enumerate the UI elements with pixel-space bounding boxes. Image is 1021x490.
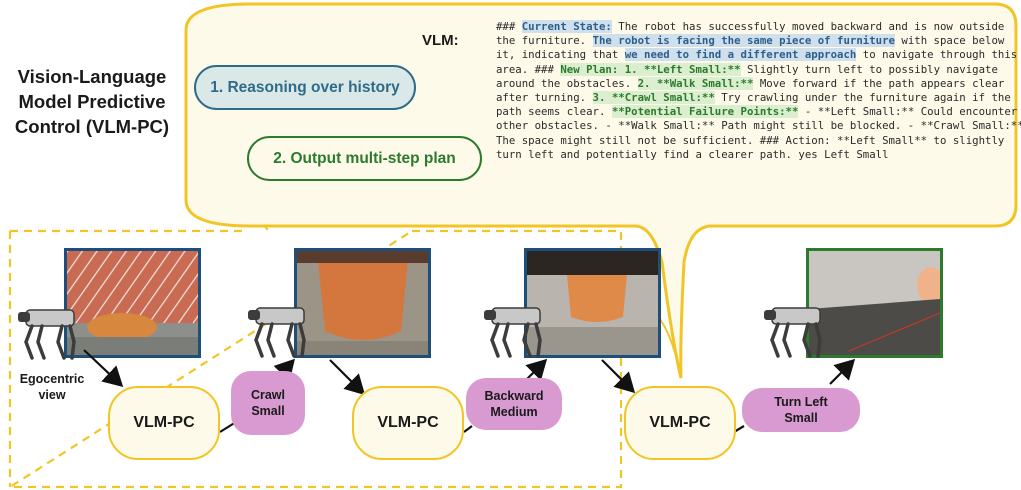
vlm-text-step-2: 2. **Walk Small:** — [637, 76, 754, 90]
camera-view-image — [524, 248, 661, 358]
vlm-pc-node: VLM-PC — [624, 386, 736, 460]
robot-dog-icon — [18, 309, 76, 360]
vlm-text-highlight: we need to find a different approach — [624, 48, 857, 62]
vlm-text-highlight: The robot is facing the same piece of fu… — [592, 34, 895, 48]
vlm-text-step-3: 3. **Crawl Small:** — [592, 91, 715, 105]
vlm-output-text: ### Current State: The robot has success… — [496, 20, 1021, 162]
vlm-pc-node-label: VLM-PC — [133, 414, 195, 431]
vlm-text-seg: - **Left Small:** Could encounter other … — [496, 105, 1021, 161]
diagram-title: Vision-Language Model Predictive Control… — [14, 66, 170, 137]
robot-dog-icon — [764, 307, 822, 358]
robot-dog-icon — [484, 307, 542, 358]
vlm-pc-node-label: VLM-PC — [649, 414, 711, 431]
camera-view-image — [806, 248, 943, 358]
plan-pill-label: 2. Output multi-step plan — [273, 149, 456, 167]
egocentric-view-label: Egocentric view — [19, 372, 85, 402]
reasoning-pill: 1. Reasoning over history — [194, 65, 416, 110]
vlm-pc-node: VLM-PC — [352, 386, 464, 460]
vlm-pc-node: VLM-PC — [108, 386, 220, 460]
plan-pill: 2. Output multi-step plan — [247, 136, 482, 181]
camera-view-image — [64, 248, 201, 358]
vlm-text-seg: Slightly turn left to possibly navigate … — [496, 62, 998, 90]
vlm-text-current-state: Current State: — [521, 20, 612, 33]
vlm-label: VLM: — [422, 32, 459, 49]
vlm-text-seg: Move forward if the path appears clear a… — [496, 76, 1005, 105]
action-backward-medium: Backward Medium — [466, 378, 562, 430]
vlm-text-seg: with space below it, indicating that — [496, 34, 1005, 62]
vlm-text-seg: The robot has successfully moved backwar… — [496, 20, 1005, 48]
vlm-text-seg: ### — [496, 20, 522, 33]
action-crawl-small: Crawl Small — [231, 371, 305, 435]
vlm-text-new-plan: New Plan: 1. **Left Small:** — [560, 62, 741, 76]
vlm-text-seg: to navigate through this area. ### — [496, 48, 1018, 76]
vlm-text-failure-points: **Potential Failure Points:** — [611, 105, 799, 119]
vlm-pc-node-label: VLM-PC — [377, 414, 439, 431]
vlm-text-seg: Try crawling under the furniture again i… — [496, 91, 1011, 119]
reasoning-pill-label: 1. Reasoning over history — [210, 78, 400, 96]
action-turn-left-small: Turn Left Small — [742, 388, 860, 432]
camera-view-image — [294, 248, 431, 358]
robot-dog-icon — [248, 307, 306, 358]
